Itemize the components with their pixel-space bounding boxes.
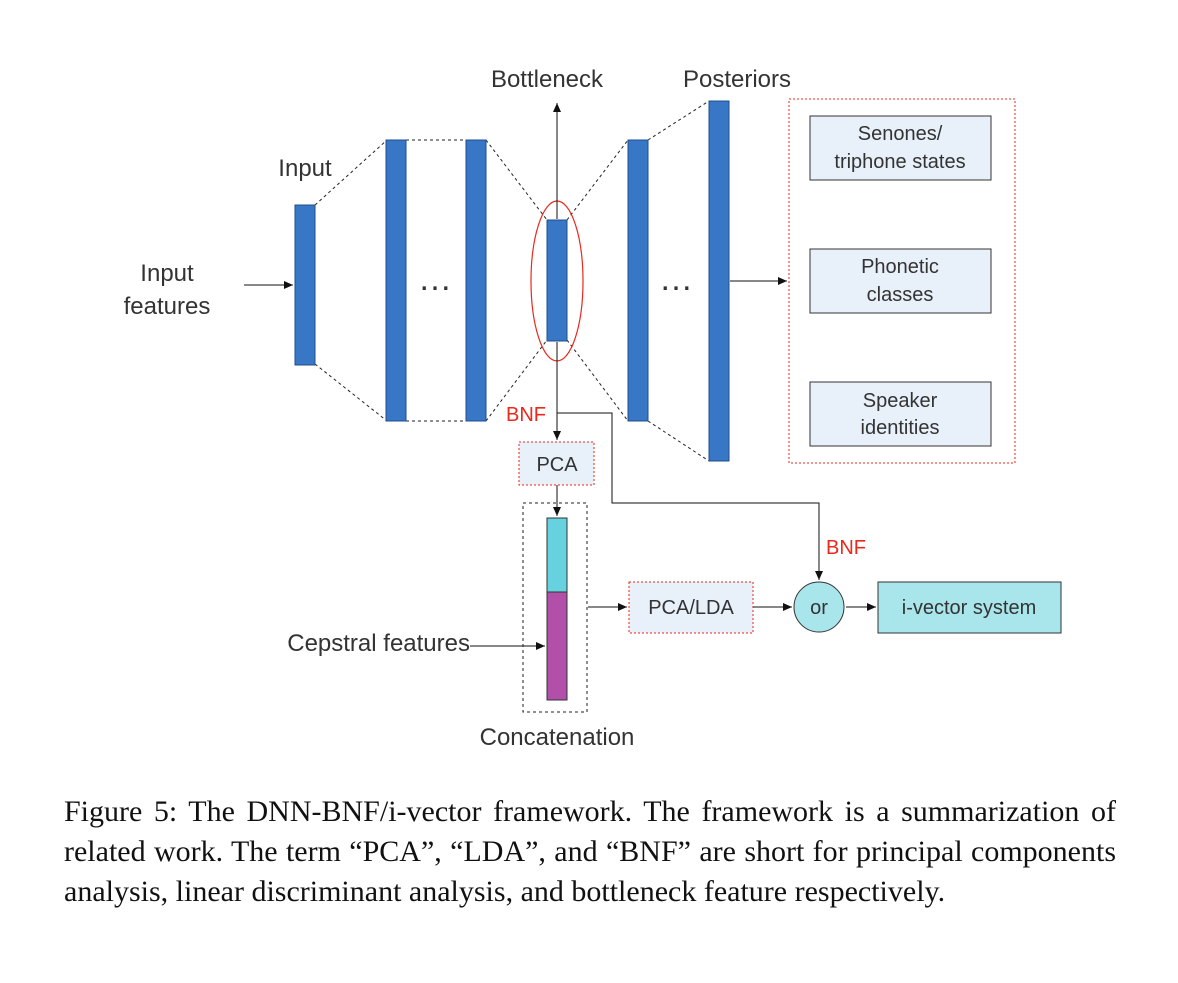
posterior-box-senones: Senones/ triphone states [809, 115, 992, 181]
hidden-layer-1 [385, 139, 407, 422]
bnf-label-top: BNF [506, 404, 546, 426]
ellipsis-left: … [418, 260, 452, 298]
input-features-label-line1: Input [140, 260, 194, 287]
or-label: or [810, 597, 828, 619]
pca-lda-box [628, 581, 754, 634]
figure-caption: Figure 5: The DNN-BNF/i-vector framework… [64, 795, 1116, 908]
network-arrows [244, 103, 876, 650]
input-layer [294, 204, 316, 366]
hidden-layer-2 [465, 139, 487, 422]
input-features-label-line2: features [124, 293, 211, 320]
bnf-label-right: BNF [826, 537, 866, 559]
or-node [793, 581, 845, 633]
output-layer [708, 100, 730, 462]
bottleneck-label: Bottleneck [491, 66, 604, 93]
input-label: Input [278, 155, 332, 182]
posterior-box-senones-line2: triphone states [834, 151, 965, 173]
ivector-system-box [877, 581, 1062, 634]
concatenation-group [522, 502, 588, 713]
posterior-box-senones-line1: Senones/ [858, 123, 943, 145]
posterior-box-speaker-line2: identities [861, 417, 940, 439]
pca-label: PCA [536, 454, 578, 476]
cepstral-segment [546, 591, 568, 701]
bnf-segment [546, 517, 568, 593]
hidden-layer-3 [627, 139, 649, 422]
pca-box [518, 441, 595, 486]
cepstral-features-label: Cepstral features [287, 630, 470, 657]
posteriors-label: Posteriors [683, 66, 791, 93]
concatenation-label: Concatenation [480, 724, 635, 751]
posterior-box-phonetic-line2: classes [867, 284, 934, 306]
ellipsis-right: … [659, 260, 693, 298]
posterior-box-phonetic: Phonetic classes [809, 248, 992, 314]
layer-connectors [314, 100, 710, 462]
ivector-system-label: i-vector system [902, 597, 1036, 619]
posterior-box-speaker-line1: Speaker [863, 390, 938, 412]
dnn-bnf-ivector-diagram: … … Bottleneck Posteriors Input Input fe… [124, 66, 1062, 751]
pca-lda-label: PCA/LDA [648, 597, 734, 619]
posterior-box-speaker: Speaker identities [809, 381, 992, 447]
posteriors-group [788, 98, 1016, 464]
bottleneck-layer [546, 219, 568, 342]
posterior-box-phonetic-line1: Phonetic [861, 256, 939, 278]
